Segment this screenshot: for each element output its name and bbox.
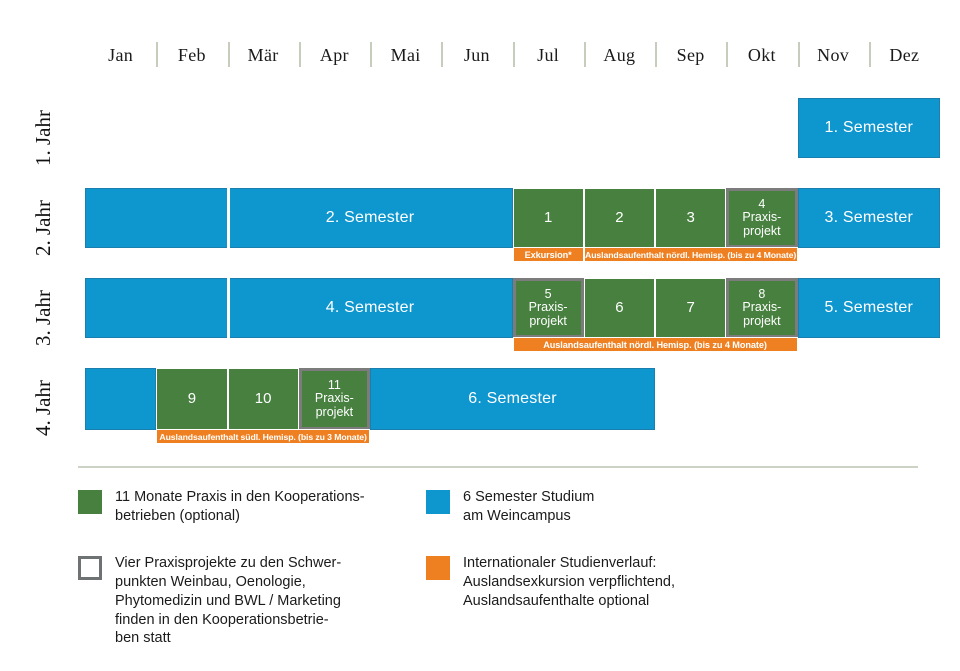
legend-label: 11 Monate Praxis in den Kooperations- be… bbox=[115, 489, 365, 524]
month-label-mär: Mär bbox=[227, 38, 299, 72]
timeline-block-2-semester: 2. Semester bbox=[227, 188, 513, 248]
orange-bar-1: Exkursion* bbox=[512, 247, 584, 262]
month-label-okt: Okt bbox=[726, 38, 797, 72]
orange-bar-1: Auslandsaufenthalt südl. Hemisp. (bis zu… bbox=[156, 429, 370, 444]
timeline-block-6-semester: 6. Semester bbox=[370, 368, 655, 430]
legend-label: Internationaler Studienverlauf: Auslands… bbox=[463, 555, 675, 609]
month-label-nov: Nov bbox=[797, 38, 869, 72]
timeline-block-4-praxis-projekt: 4 Praxis- projekt bbox=[726, 188, 798, 248]
year-label-text: 2. Jahr bbox=[31, 200, 55, 256]
month-label-dez: Dez bbox=[868, 38, 940, 72]
timeline-block-8-praxis-projekt: 8 Praxis- projekt bbox=[726, 278, 798, 338]
month-label-feb: Feb bbox=[156, 38, 227, 72]
block-separator bbox=[226, 278, 230, 338]
timeline-block bbox=[85, 188, 228, 248]
legend-item-right-2: Internationaler Studienverlauf: Auslands… bbox=[426, 554, 846, 611]
month-label-mai: Mai bbox=[370, 38, 441, 72]
legend-label: 6 Semester Studium am Weincampus bbox=[463, 489, 595, 524]
legend-swatch-orange bbox=[426, 556, 450, 580]
timeline-block-11-praxis-projekt: 11 Praxis- projekt bbox=[298, 368, 370, 430]
timeline-block-5-praxis-projekt: 5 Praxis- projekt bbox=[512, 278, 584, 338]
timeline-block bbox=[85, 368, 157, 430]
legend-label: Vier Praxisprojekte zu den Schwer- punkt… bbox=[115, 555, 342, 647]
timeline-block-9: 9 bbox=[156, 368, 228, 430]
orange-bar-2: Auslandsaufenthalt nördl. Hemisp. (bis z… bbox=[583, 247, 798, 262]
timeline-block bbox=[85, 278, 228, 338]
month-label-jun: Jun bbox=[441, 38, 512, 72]
year-label-4: 4. Jahr bbox=[0, 378, 86, 438]
timeline-block-6: 6 bbox=[583, 278, 655, 338]
month-label-sep: Sep bbox=[655, 38, 726, 72]
month-label-jul: Jul bbox=[512, 38, 584, 72]
timeline-block-5-semester: 5. Semester bbox=[797, 278, 940, 338]
timeline-block-2: 2 bbox=[583, 188, 655, 248]
legend-item-left-2: Vier Praxisprojekte zu den Schwer- punkt… bbox=[78, 554, 448, 648]
year-label-2: 2. Jahr bbox=[0, 198, 86, 258]
year-label-text: 4. Jahr bbox=[31, 380, 55, 436]
year-label-3: 3. Jahr bbox=[0, 288, 86, 348]
legend-swatch-outline bbox=[78, 556, 102, 580]
timeline-row-year-1: 1. Semester bbox=[85, 98, 940, 158]
timeline-block-1: 1 bbox=[512, 188, 584, 248]
timeline-block-3: 3 bbox=[655, 188, 727, 248]
orange-bar-1: Auslandsaufenthalt nördl. Hemisp. (bis z… bbox=[512, 337, 798, 352]
year-label-1: 1. Jahr bbox=[0, 108, 86, 168]
legend-item-left-1: 11 Monate Praxis in den Kooperations- be… bbox=[78, 488, 448, 526]
timeline-block-7: 7 bbox=[655, 278, 727, 338]
month-label-jan: Jan bbox=[108, 44, 134, 65]
legend-swatch-green bbox=[78, 490, 102, 514]
timeline-block-4-semester: 4. Semester bbox=[227, 278, 513, 338]
legend-divider bbox=[78, 466, 918, 468]
month-label-apr: Apr bbox=[298, 38, 370, 72]
year-label-text: 3. Jahr bbox=[31, 290, 55, 346]
block-separator bbox=[226, 188, 230, 248]
timeline-block-1-semester: 1. Semester bbox=[797, 98, 940, 158]
legend-swatch-blue bbox=[426, 490, 450, 514]
timeline-block-10: 10 bbox=[227, 368, 299, 430]
legend-item-right-1: 6 Semester Studium am Weincampus bbox=[426, 488, 846, 526]
year-label-text: 1. Jahr bbox=[31, 110, 55, 166]
month-label-aug: Aug bbox=[583, 38, 655, 72]
timeline-block-3-semester: 3. Semester bbox=[797, 188, 940, 248]
